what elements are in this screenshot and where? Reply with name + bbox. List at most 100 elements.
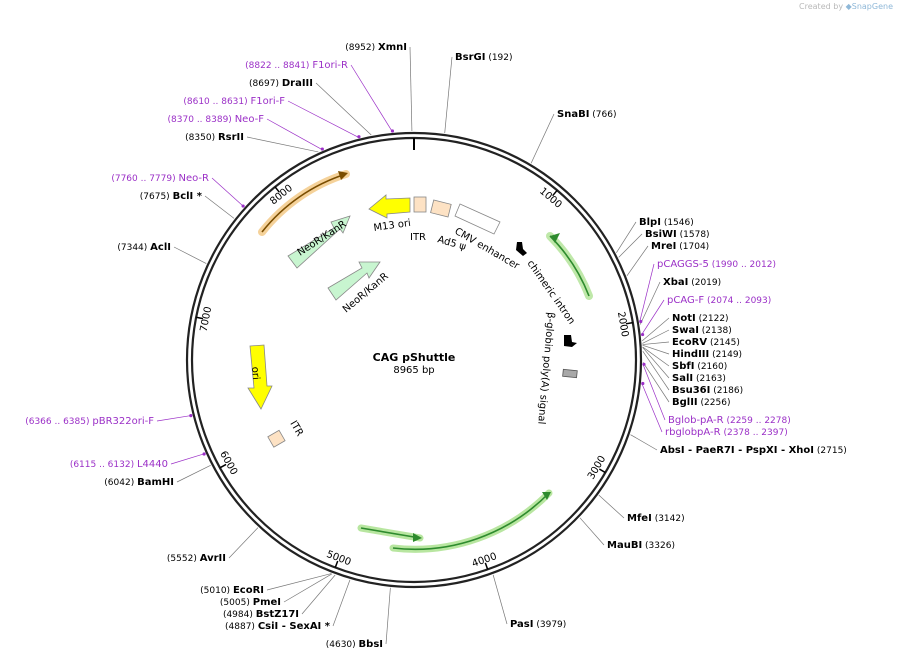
promoter-marker (516, 242, 527, 256)
enzyme-label: XbaI (2019) (663, 277, 721, 288)
feature-f1-arrowhead (338, 171, 348, 180)
enzyme-csii[interactable]: (4887) CsiI - SexAI * (225, 621, 331, 632)
primer-f1ori-r[interactable]: (8822 .. 8841) F1ori-R (245, 60, 348, 71)
feature-f1-arc (261, 173, 347, 233)
leader-line (642, 346, 670, 367)
leader-line (639, 281, 661, 325)
neokanr-inner-arrow (327, 261, 381, 301)
leader-line (315, 82, 372, 136)
enzyme-mauBI[interactable]: MauBI (3326) (607, 540, 675, 551)
scale-tick-label: 7000 (199, 306, 215, 333)
leader-line (176, 464, 211, 483)
enzyme-swai[interactable]: SwaI (2138) (672, 325, 732, 336)
enzyme-blpi[interactable]: BlpI (1546) (639, 217, 694, 228)
enzyme-bcli[interactable]: (7675) BclI * (140, 191, 203, 202)
enzyme-ecori[interactable]: (5010) EcoRI (200, 585, 264, 596)
primer-site-mark (641, 381, 645, 386)
primer-f1ori-f[interactable]: (8610 .. 8631) F1ori-F (183, 96, 285, 107)
neokanr-outer-label: NeoR/KanR (296, 219, 349, 259)
enzyme-label: (7344) AclI (117, 242, 171, 253)
leader-line (616, 221, 637, 253)
leader-line (246, 136, 319, 153)
primer-neo-r[interactable]: (7760 .. 7779) Neo-R (111, 173, 209, 184)
enzyme-label: Bsu36I (2186) (672, 385, 743, 396)
enzyme-label: MauBI (3326) (607, 540, 675, 551)
enzyme-bsu36i[interactable]: Bsu36I (2186) (672, 385, 743, 396)
enzyme-rsrii[interactable]: (8350) RsrII (185, 132, 244, 143)
scale-tick-mark (334, 560, 339, 568)
enzyme-bsiwi[interactable]: BsiWI (1578) (645, 229, 710, 240)
enzyme-acli[interactable]: (7344) AclI (117, 242, 171, 253)
feature-bottom2-line (360, 527, 421, 539)
enzyme-snabi[interactable]: SnaBI (766) (557, 109, 617, 120)
leader-line (173, 246, 207, 264)
primer-bglob-pa-r[interactable]: Bglob-pA-R (2259 .. 2278) (668, 415, 791, 426)
enzyme-mfei[interactable]: MfeI (3142) (627, 513, 685, 524)
enzyme-xmni[interactable]: (8952) XmnI (345, 42, 407, 53)
enzyme-label: (7675) BclI * (140, 191, 203, 202)
primer-pbr322ori-f[interactable]: (6366 .. 6385) pBR322ori-F (25, 416, 154, 427)
enzyme-label: (8697) DraIII (249, 78, 313, 89)
primer-rbglobpa-r[interactable]: rbglobpA-R (2378 .. 2397) (665, 427, 788, 438)
enzyme-label: MreI (1704) (651, 241, 709, 252)
leader-line (266, 118, 323, 151)
leader-line (642, 350, 670, 391)
enzyme-bglii[interactable]: BglII (2256) (672, 397, 730, 408)
enzyme-label: AbsI - PaeR7I - PspXI - XhoI (2715) (660, 445, 847, 456)
leader-line (626, 245, 649, 276)
leader-line (642, 364, 666, 421)
scale-tick-mark (196, 316, 204, 320)
scale-tick-mark (274, 186, 281, 193)
leader-line (444, 56, 453, 134)
primer-label: Bglob-pA-R (2259 .. 2278) (668, 415, 791, 426)
enzyme-label: (4630) BbsI (326, 639, 383, 650)
enzyme-sbfi[interactable]: SbfI (2160) (672, 361, 727, 372)
enzyme-draiii[interactable]: (8697) DraIII (249, 78, 313, 89)
enzyme-noti[interactable]: NotI (2122) (672, 313, 729, 324)
leader-line (642, 347, 670, 379)
leader-line (579, 517, 605, 546)
enzyme-pasi[interactable]: PasI (3979) (510, 619, 566, 630)
enzyme-bbsi[interactable]: (4630) BbsI (326, 639, 383, 650)
enzyme-avrii[interactable]: (5552) AvrII (167, 553, 226, 564)
inner-features: M13 ori ITR Ad5 ψ CMV enhancer chimeric … (247, 194, 578, 448)
primer-pcag-f[interactable]: pCAG-F (2074 .. 2093) (667, 295, 771, 306)
leader-line (642, 362, 670, 403)
leader-line (642, 344, 670, 355)
enzyme-hindiii[interactable]: HindIII (2149) (672, 349, 742, 360)
primer-l4440[interactable]: (6115 .. 6132) L4440 (70, 459, 168, 470)
primer-label: (7760 .. 7779) Neo-R (111, 173, 209, 184)
primer-neo-f[interactable]: (8370 .. 8389) Neo-F (168, 114, 265, 125)
enzyme-label: BglII (2256) (672, 397, 730, 408)
enzyme-absi[interactable]: AbsI - PaeR7I - PspXI - XhoI (2715) (660, 445, 847, 456)
cmv-enhancer-box (454, 203, 501, 235)
enzyme-label: BsiWI (1578) (645, 229, 710, 240)
enzyme-bsrgi[interactable]: BsrGI (192) (455, 52, 513, 63)
plasmid-length: 8965 bp (393, 365, 434, 376)
enzyme-pmei[interactable]: (5005) PmeI (220, 597, 281, 608)
leader-line (350, 64, 393, 133)
scale-tick-mark (219, 463, 227, 469)
enzyme-sali[interactable]: SalI (2163) (672, 373, 726, 384)
ad5-psi-box (430, 199, 452, 218)
beta-globin-polya-label: β-globin poly(A) signal (535, 312, 556, 425)
enzyme-ecorv[interactable]: EcoRV (2145) (672, 337, 740, 348)
primer-site-mark (640, 332, 645, 337)
backbone-outer-ring (185, 131, 643, 589)
m13-ori-arrow (368, 194, 411, 219)
itr-bottom-label: ITR (287, 419, 305, 438)
scale-tick-mark (552, 189, 558, 197)
leader-line (409, 46, 413, 132)
primer-pcaggs-5[interactable]: pCAGGS-5 (1990 .. 2012) (657, 259, 776, 270)
enzyme-bstz17i[interactable]: (4984) BstZ17I (223, 609, 299, 620)
enzyme-label: SbfI (2160) (672, 361, 727, 372)
leader-line (156, 415, 192, 422)
primer-site-mark (241, 204, 245, 208)
enzyme-xbai[interactable]: XbaI (2019) (663, 277, 721, 288)
leader-line (641, 299, 665, 335)
enzyme-label: BlpI (1546) (639, 217, 694, 228)
enzyme-bamhi[interactable]: (6042) BamHI (104, 477, 174, 488)
polya-box (562, 368, 578, 379)
enzyme-mrei[interactable]: MreI (1704) (651, 241, 709, 252)
